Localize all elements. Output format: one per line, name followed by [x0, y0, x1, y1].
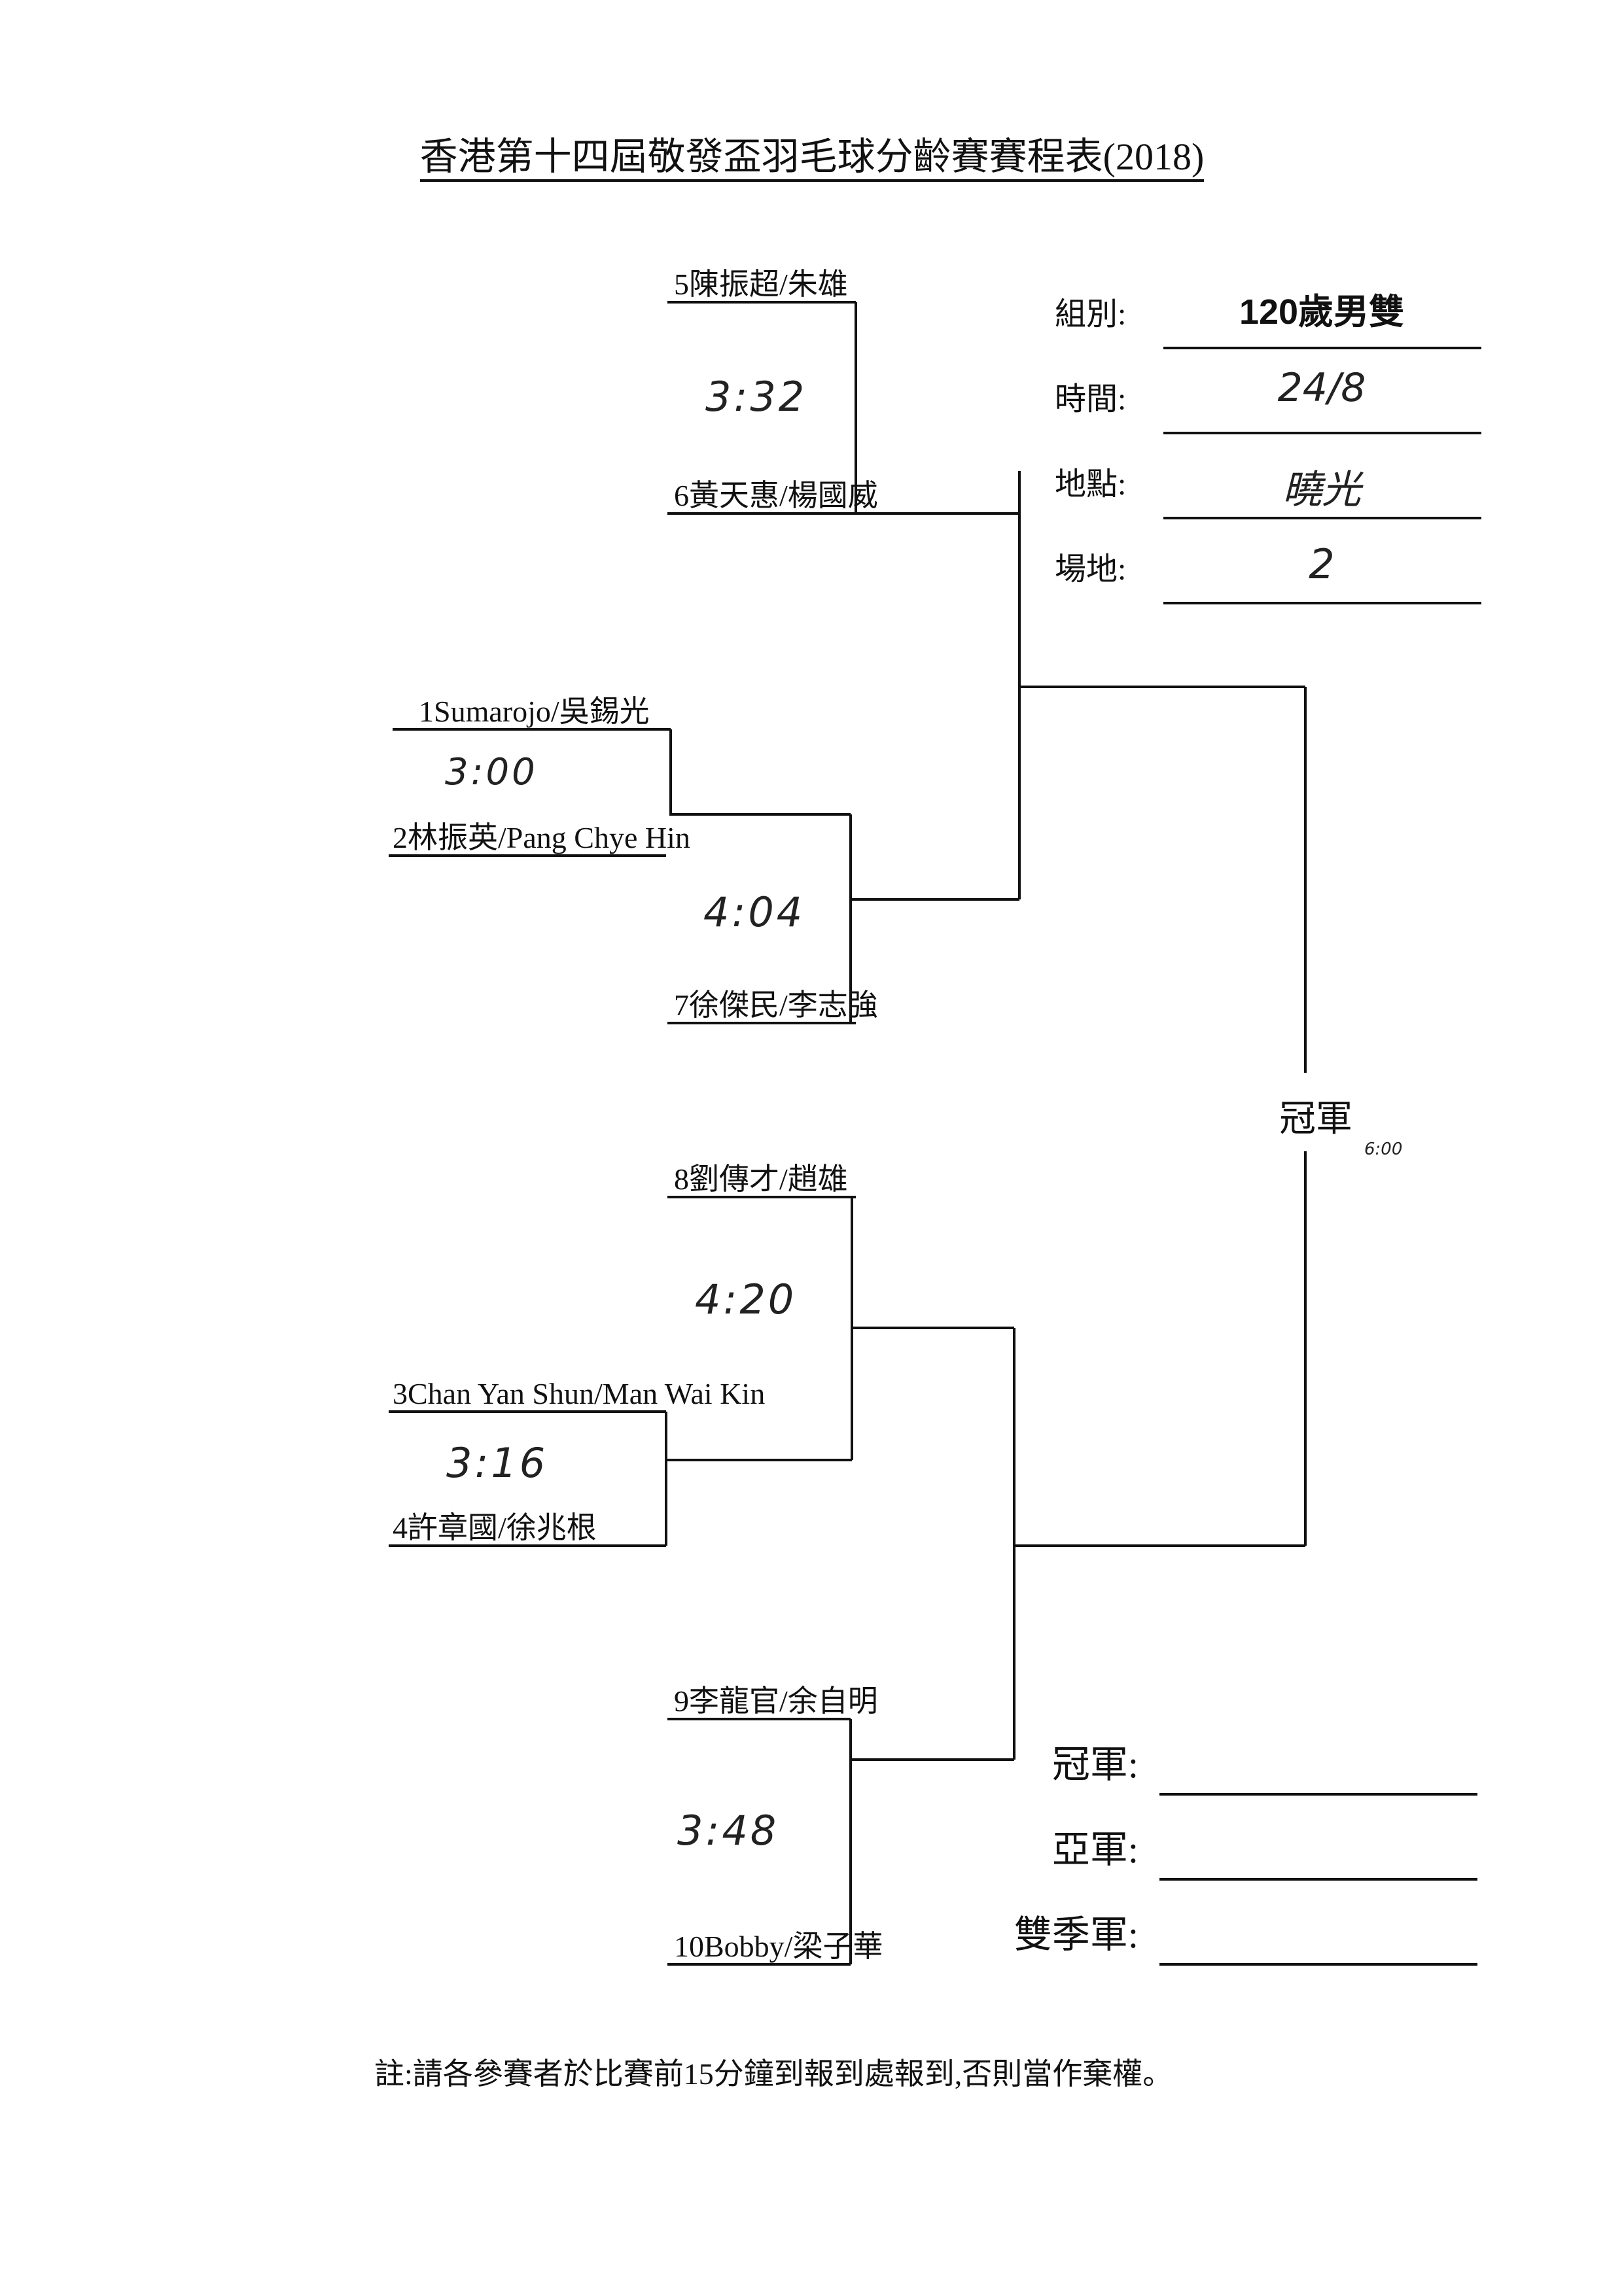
team-3: 3Chan Yan Shun/Man Wai Kin — [393, 1377, 766, 1410]
match-time-w12-7: 4:04 — [703, 888, 805, 936]
team-5: 5陳振超/朱雄 — [674, 268, 848, 301]
time-value: 24/8 — [1277, 365, 1366, 411]
footnote: 註:請各參賽者於比賽前15分鐘到報到處報到,否則當作棄權。 — [374, 2057, 1173, 2091]
match-time-3-4: 3:16 — [446, 1439, 548, 1487]
court-value: 2 — [1309, 540, 1335, 588]
page-title-text: 香港第十四屆敬發盃羽毛球分齡賽賽程表(2018) — [419, 135, 1205, 182]
line-match-8-w34 — [851, 1197, 1014, 1460]
line-semi-top — [1018, 471, 1305, 899]
page-title: 香港第十四屆敬發盃羽毛球分齡賽賽程表(2018) — [0, 126, 1624, 182]
line-match-3-4 — [665, 1412, 852, 1546]
team-4: 4許章國/徐兆根 — [393, 1511, 597, 1544]
line-match-5-6 — [855, 302, 1019, 515]
team-9: 9李龍官/余自明 — [674, 1684, 878, 1718]
team-6: 6黃天惠/楊國威 — [674, 479, 878, 512]
team-10: 10Bobby/梁子華 — [674, 1930, 883, 1963]
group-value: 120歲男雙 — [1239, 292, 1405, 332]
team-1: 1Sumarojo/吳錫光 — [419, 695, 650, 728]
line-semi-bottom — [1013, 1328, 1305, 1760]
venue-label: 地點: — [1055, 467, 1127, 502]
line-match-1-2 — [669, 729, 851, 816]
runner-up-label: 亞軍: — [1051, 1828, 1139, 1871]
time-label: 時間: — [1055, 382, 1127, 417]
venue-value: 曉光 — [1282, 467, 1361, 513]
line-match-w12-7 — [849, 814, 1019, 1023]
match-time-9-10: 3:48 — [677, 1807, 779, 1854]
champion-label: 冠軍: — [1051, 1743, 1139, 1786]
third-label: 雙季軍: — [1014, 1913, 1139, 1956]
team-8: 8劉傳才/趙雄 — [674, 1162, 848, 1196]
line-match-9-10 — [849, 1719, 1014, 1964]
group-label: 組別: — [1055, 297, 1127, 332]
match-time-5-6: 3:32 — [705, 373, 807, 421]
team-2: 2林振英/Pang Chye Hin — [393, 821, 690, 854]
court-label: 場地: — [1055, 552, 1127, 587]
final-time: 6:00 — [1364, 1139, 1403, 1159]
final-label: 冠軍 — [1279, 1099, 1352, 1139]
team-7: 7徐傑民/李志強 — [674, 988, 878, 1022]
match-time-1-2: 3:00 — [445, 751, 538, 793]
match-time-8-w34: 4:20 — [695, 1276, 797, 1323]
